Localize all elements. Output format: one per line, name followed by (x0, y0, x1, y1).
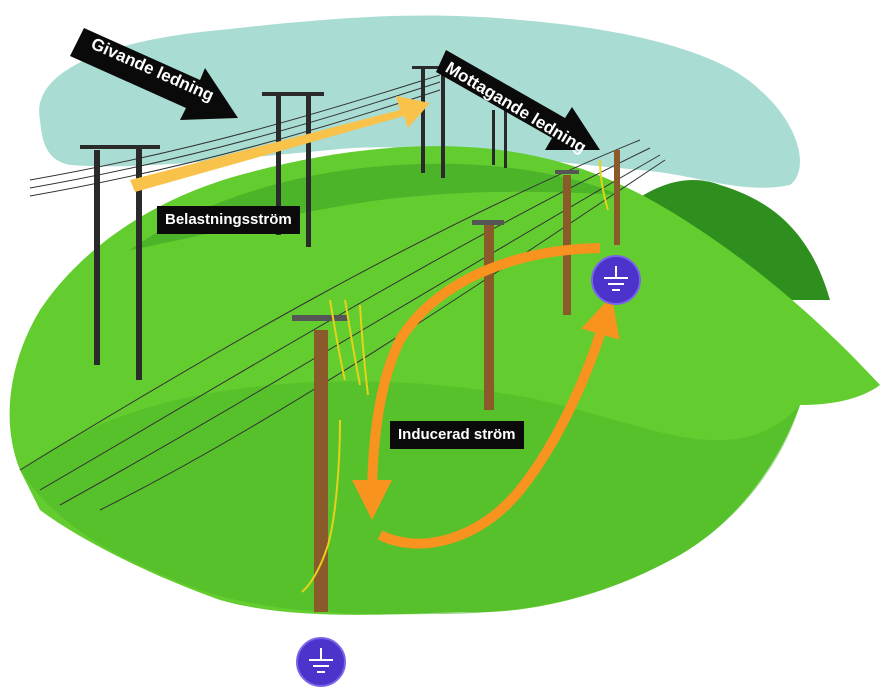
receiving-line-arrow (436, 50, 600, 150)
load-current-arrow (130, 96, 430, 192)
feeding-line-arrow (70, 28, 238, 120)
induced-current-arrow-right (377, 295, 620, 549)
utility-pole-icon (94, 150, 100, 365)
grounding-wires (301, 159, 609, 593)
load-current-label: Belastningsström (157, 206, 300, 234)
hill-shade (20, 381, 800, 615)
ground-symbol-icon (296, 637, 346, 687)
induced-current-label: Inducerad ström (390, 421, 524, 449)
ground-symbol-icon (591, 255, 641, 305)
far-ridge (130, 163, 620, 250)
utility-poles (80, 66, 620, 612)
induced-current-arrow-left (352, 243, 601, 520)
